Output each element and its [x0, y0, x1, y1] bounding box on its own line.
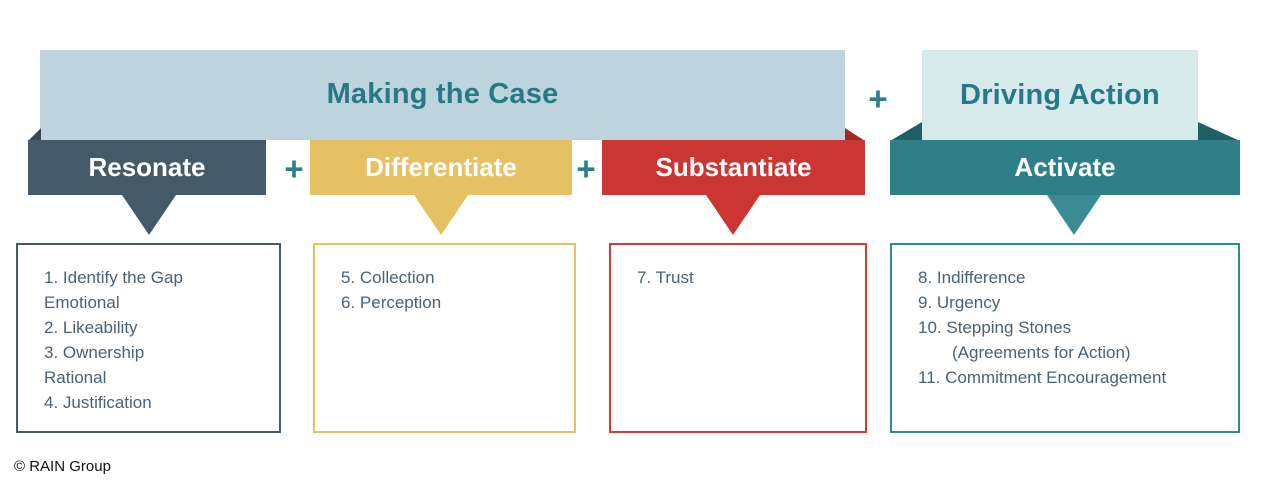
arrow-down-substantiate-icon	[706, 195, 760, 235]
list-resonate: 1. Identify the Gap Emotional 2. Likeabi…	[44, 265, 279, 415]
plus-separator-1: +	[284, 149, 304, 187]
list-item: 6. Perception	[341, 293, 442, 312]
list-activate: 8. Indifference 9. Urgency 10. Stepping …	[918, 265, 1238, 390]
list-item: Rational	[44, 368, 107, 387]
list-item: 1. Identify the Gap	[44, 268, 183, 287]
list-box-differentiate: 5. Collection 6. Perception	[313, 243, 576, 433]
list-item: 3. Ownership	[44, 343, 145, 362]
list-item: 7. Trust	[637, 268, 694, 287]
plus-separator-top: +	[868, 79, 888, 117]
ribbon-fold-substantiate-right-icon	[845, 128, 865, 141]
band-substantiate[interactable]: Substantiate	[602, 140, 865, 195]
list-item: 9. Urgency	[918, 293, 1001, 312]
group-panel-making-the-case: Making the Case	[40, 50, 845, 140]
band-resonate[interactable]: Resonate	[28, 140, 266, 195]
band-label-substantiate: Substantiate	[655, 152, 812, 182]
ribbon-fold-activate-left-icon	[890, 122, 922, 141]
list-differentiate: 5. Collection 6. Perception	[341, 265, 574, 315]
copyright-notice: © RAIN Group	[14, 458, 111, 475]
band-label-differentiate: Differentiate	[365, 152, 517, 182]
ribbon-fold-activate-right-icon	[1198, 122, 1240, 141]
list-box-activate: 8. Indifference 9. Urgency 10. Stepping …	[890, 243, 1240, 433]
arrow-down-resonate-icon	[122, 195, 176, 235]
list-box-substantiate: 7. Trust	[609, 243, 867, 433]
band-label-resonate: Resonate	[88, 152, 206, 182]
band-label-activate: Activate	[1014, 152, 1116, 182]
list-item: 2. Likeability	[44, 318, 138, 337]
band-differentiate[interactable]: Differentiate	[310, 140, 572, 195]
group-panel-driving-action: Driving Action	[922, 50, 1198, 140]
group-panel-label-making-the-case: Making the Case	[326, 77, 559, 110]
list-item: 5. Collection	[341, 268, 435, 287]
list-item: 10. Stepping Stones	[918, 318, 1072, 337]
list-item: 11. Commitment Encouragement	[918, 368, 1167, 387]
ribbon-fold-resonate-left-icon	[28, 128, 41, 141]
arrow-down-differentiate-icon	[414, 195, 468, 235]
list-item: (Agreements for Action)	[952, 343, 1131, 362]
list-item: 8. Indifference	[918, 268, 1026, 287]
list-item: Emotional	[44, 293, 120, 312]
band-activate[interactable]: Activate	[890, 140, 1240, 195]
group-panel-label-driving-action: Driving Action	[960, 78, 1160, 111]
arrow-down-activate-icon	[1047, 195, 1101, 235]
list-box-resonate: 1. Identify the Gap Emotional 2. Likeabi…	[16, 243, 281, 433]
plus-separator-2: +	[576, 149, 596, 187]
list-item: 4. Justification	[44, 393, 152, 412]
list-substantiate: 7. Trust	[637, 265, 865, 290]
